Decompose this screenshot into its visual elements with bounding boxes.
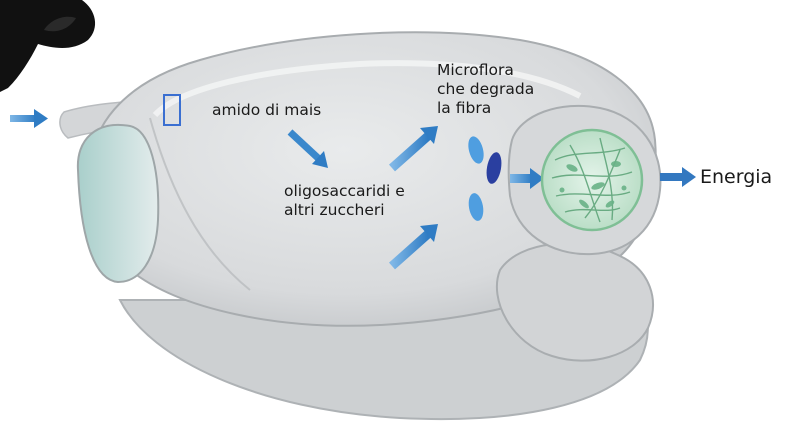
energy-arrow-icon — [660, 167, 696, 187]
label-sugars-line2: altri zuccheri — [284, 201, 385, 220]
intake-arrow-icon — [10, 109, 48, 128]
magnified-microflora-icon — [542, 130, 642, 230]
label-starch: amido di mais — [212, 101, 321, 120]
label-microflora-line1: Microflora — [437, 61, 514, 80]
cow-head-icon — [0, 0, 95, 92]
label-energy: Energia — [700, 166, 772, 188]
label-microflora-line2: che degrada — [437, 80, 534, 99]
label-microflora-line3: la fibra — [437, 99, 491, 118]
label-sugars-line1: oligosaccaridi e — [284, 182, 405, 201]
reticulum — [78, 125, 158, 282]
